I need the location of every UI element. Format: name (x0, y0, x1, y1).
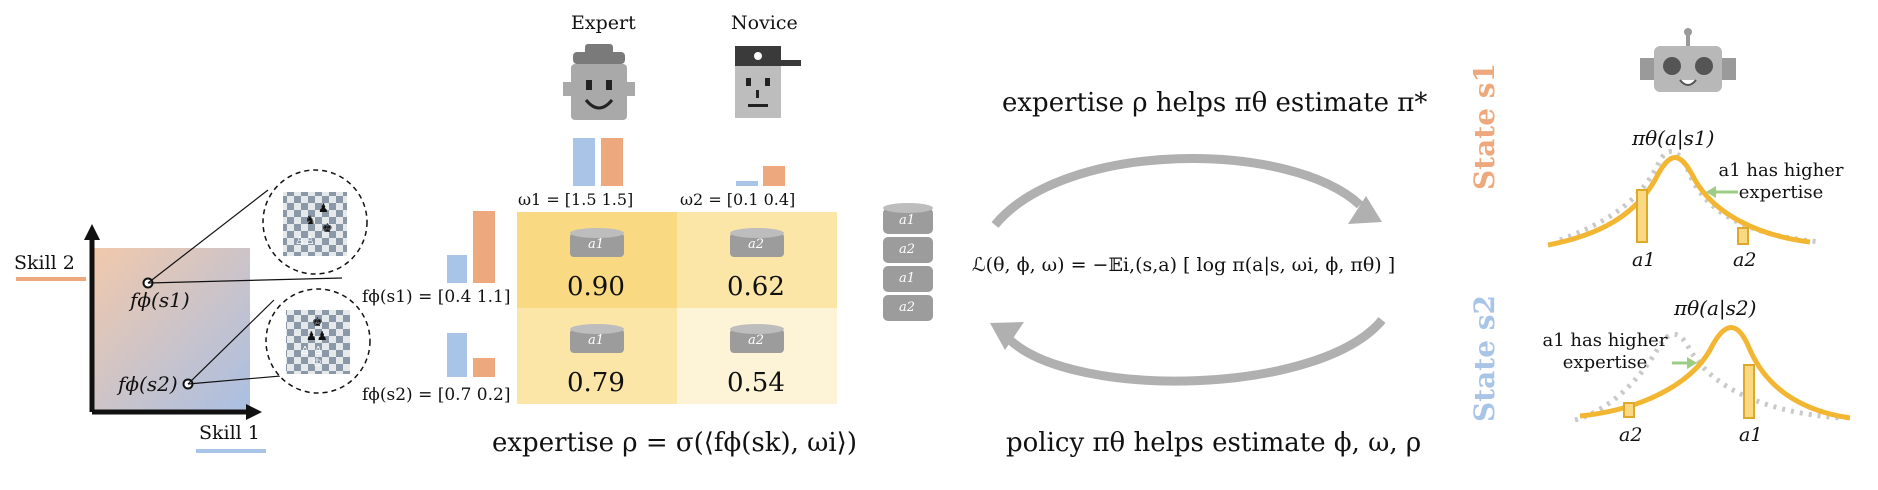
omega1-label: ω1 = [1.5 1.5] (518, 190, 634, 209)
state1-action-a1: a1 (1632, 249, 1656, 271)
skill-space-plot: ♟ ♞ ♚ ♙♙ ♚ ♟♟ ♙ ♙ ♔ (16, 169, 371, 453)
stack-action-4: a2 (899, 300, 916, 315)
bottom-arrow (1006, 317, 1386, 386)
s1-vector-bars (447, 211, 495, 283)
cell4-value: 0.54 (727, 368, 785, 398)
action-stack-icon (883, 203, 933, 321)
s2-vector-label: fϕ(s2) = [0.7 0.2] (362, 385, 511, 405)
state1-policy-plot (1547, 149, 1821, 248)
bottom-arrow-head (990, 322, 1024, 350)
cell2-action: a2 (748, 237, 765, 252)
cycle-arrows (990, 154, 1386, 386)
state1-label: State s1 (1468, 62, 1501, 190)
omega2-bars (736, 166, 785, 186)
state2-bar-a1 (1743, 364, 1755, 419)
state2-label: State s2 (1468, 294, 1501, 422)
skill-gradient-region (92, 248, 250, 411)
bottom-arrow-caption: policy πθ helps estimate ϕ, ω, ρ (1006, 428, 1422, 458)
db-icon-cell1 (570, 228, 624, 257)
policy2-label: πθ(a|s2) (1674, 296, 1757, 320)
svg-text:♟♟: ♟♟ (306, 329, 328, 343)
policy1-label: πθ(a|s1) (1632, 126, 1715, 150)
state1-note: a1 has higher expertise (1718, 160, 1844, 203)
svg-text:♔: ♔ (312, 356, 322, 369)
svg-text:♙♙: ♙♙ (295, 234, 315, 247)
cell3-action: a1 (588, 333, 605, 348)
s2-vector-bars (447, 333, 495, 377)
skill1-label: Skill 1 (199, 422, 260, 444)
db-icon-cell4 (730, 324, 784, 353)
top-arrow-caption: expertise ρ helps πθ estimate π* (1002, 88, 1428, 118)
cell1-value: 0.90 (567, 272, 625, 302)
stack-action-2: a2 (899, 242, 916, 257)
stack-action-1: a1 (899, 213, 916, 228)
db-icon-cell3 (570, 324, 624, 353)
svg-text:♟: ♟ (318, 201, 329, 215)
state2-policy-plot (1574, 325, 1851, 423)
db-icon-cell2 (730, 228, 784, 257)
expert-label: Expert (571, 12, 636, 34)
state2-embedding-label: fϕ(s2) (118, 372, 178, 396)
omega2-label: ω2 = [0.1 0.4] (680, 190, 796, 209)
novice-label: Novice (731, 12, 798, 34)
svg-text:♙ ♙: ♙ ♙ (300, 344, 323, 357)
svg-text:♚: ♚ (322, 221, 333, 235)
expertise-matrix (517, 212, 837, 404)
cell1-action: a1 (588, 237, 605, 252)
top-arrow (991, 154, 1364, 228)
s1-vector-label: fϕ(s1) = [0.4 1.1] (362, 287, 511, 307)
skill1-axis-arrow (246, 404, 262, 420)
state2-note: a1 has higher expertise (1542, 330, 1668, 373)
skill2-label: Skill 2 (14, 252, 75, 274)
robot-icon (1640, 28, 1736, 92)
cell2-value: 0.62 (727, 272, 785, 302)
top-arrow-head (1348, 196, 1382, 224)
state1-action-a2: a2 (1733, 249, 1757, 271)
loss-formula: ℒ(θ, ϕ, ω) = −𝔼i,(s,a) [ log π(a|s, ωi, … (972, 254, 1396, 276)
cell4-action: a2 (748, 333, 765, 348)
expert-face-icon (563, 44, 635, 120)
omega1-bars (573, 138, 623, 186)
state1-bar-a2 (1737, 227, 1749, 245)
state2-bar-a2 (1623, 402, 1635, 418)
expertise-formula: expertise ρ = σ(⟨fϕ(sk), ωi⟩) (492, 428, 857, 458)
chess-board-s2: ♚ ♟♟ ♙ ♙ ♔ (265, 288, 371, 394)
state1-bar-a1 (1636, 189, 1648, 243)
novice-face-icon (735, 46, 801, 118)
state2-action-a2: a2 (1619, 424, 1643, 446)
svg-text:♞: ♞ (305, 213, 316, 227)
state2-action-a1: a1 (1739, 424, 1763, 446)
cell3-value: 0.79 (567, 368, 625, 398)
skill2-axis-arrow (84, 224, 100, 240)
svg-text:♚: ♚ (312, 315, 323, 329)
chess-board-s1: ♟ ♞ ♚ ♙♙ (262, 169, 368, 275)
stack-action-3: a1 (899, 271, 916, 286)
state1-embedding-label: fϕ(s1) (130, 288, 190, 312)
